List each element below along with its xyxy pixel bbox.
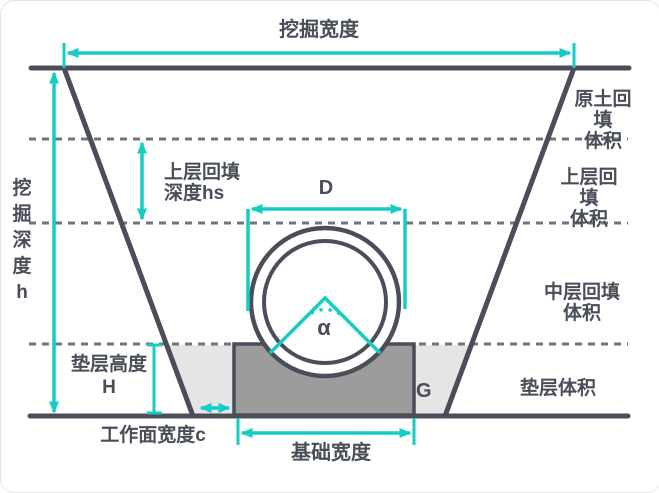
angle-right-ray [323, 296, 381, 354]
pipe-outer-circle [248, 225, 402, 379]
trench-right-wall [442, 65, 577, 419]
pipe-inner-circle [262, 239, 388, 365]
trench-left-wall [61, 65, 196, 419]
cushion-height-label: 垫层高度 H [70, 354, 148, 398]
angle-left-ray [269, 296, 327, 354]
foundation-width-label: 基础宽度 [291, 442, 371, 464]
working-face-width-label: 工作面宽度c [100, 425, 206, 446]
upper-backfill-depth-label: 上层回填 深度hs [164, 162, 241, 204]
middle-backfill-volume-label: 中层回填体积 [543, 282, 620, 324]
excavation-width-label: 挖掘宽度 [279, 19, 359, 41]
bedding-angle-label: α [317, 315, 331, 340]
upper-backfill-volume-label: 上层回填 体积 [560, 167, 618, 230]
excavation-depth-label: 挖掘深度h [12, 178, 32, 303]
original-soil-backfill-volume-label: 原土回填 体积 [574, 89, 632, 152]
cushion-volume-label: 垫层体积 [519, 378, 597, 399]
g-point-label: G [416, 380, 432, 402]
pipe-diameter-label: D [318, 177, 334, 199]
